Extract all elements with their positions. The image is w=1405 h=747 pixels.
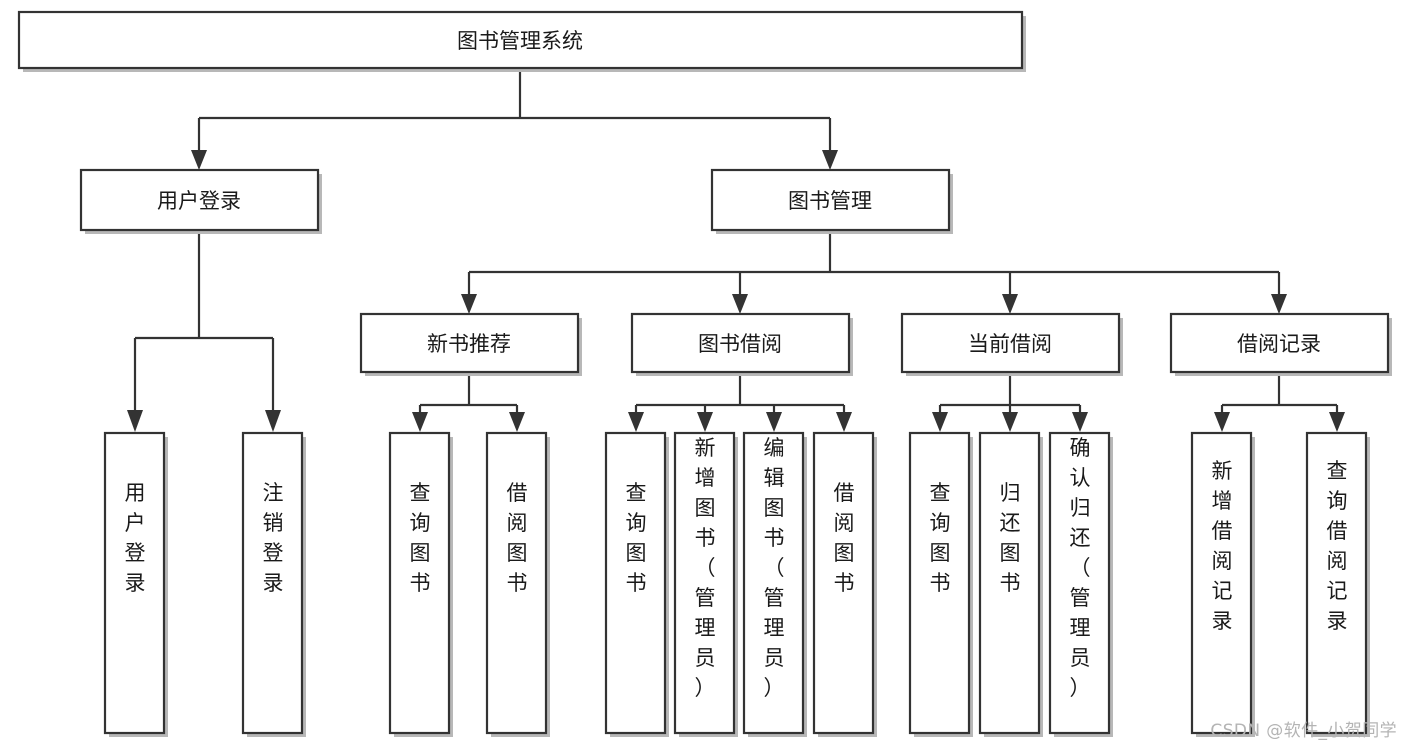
leaf-user-login-label: 用户登录 [125, 481, 146, 595]
node-current-borrow-box [900, 312, 1121, 374]
node-user-login-label: 用户登录 [157, 189, 241, 213]
leaf-query-book-1[interactable]: 查询图书 [388, 431, 453, 737]
arrow-to-user-login [191, 150, 207, 170]
leaf-add-book[interactable]: 新增图书（管理员） [673, 431, 738, 737]
leaf-edit-book[interactable]: 编辑图书（管理员） [742, 431, 807, 737]
leaf-add-record[interactable]: 新增借阅记录 [1190, 431, 1255, 737]
arrow-leaf-add-book [697, 412, 713, 432]
leaf-return-book[interactable]: 归还图书 [978, 431, 1043, 737]
leaf-borrow-book-2-label: 借阅图书 [834, 481, 855, 595]
node-new-book-rec-label: 新书推荐 [427, 332, 511, 356]
leaf-query-record[interactable]: 查询借阅记录 [1305, 431, 1370, 737]
node-borrow-record[interactable]: 借阅记录 [1169, 312, 1392, 376]
node-current-borrow-label: 当前借阅 [968, 332, 1052, 356]
leaf-logout-login-label: 注销登录 [263, 481, 284, 595]
leaf-query-book-1-box [388, 431, 451, 735]
node-borrow-record-label: 借阅记录 [1237, 332, 1321, 356]
leaf-confirm-return-box [1048, 431, 1111, 735]
leaf-query-book-1-label: 查询图书 [410, 481, 431, 595]
node-book-manage[interactable]: 图书管理 [710, 168, 953, 234]
leaf-query-book-3[interactable]: 查询图书 [908, 431, 973, 737]
arrow-leaf-query-book-1 [412, 412, 428, 432]
leaf-borrow-book-1-box [485, 431, 548, 735]
leaf-borrow-book-1-label: 借阅图书 [507, 481, 528, 595]
csdn-watermark: CSDN @软件_小贺同学 [1210, 721, 1397, 741]
arrow-leaf-edit-book [766, 412, 782, 432]
node-book-borrow[interactable]: 图书借阅 [630, 312, 853, 376]
leaf-borrow-book-1[interactable]: 借阅图书 [485, 431, 550, 737]
leaf-query-book-2-label: 查询图书 [626, 481, 647, 595]
leaf-query-book-2[interactable]: 查询图书 [604, 431, 669, 737]
node-book-manage-box [710, 168, 951, 232]
arrow-leaf-confirm-return [1072, 412, 1088, 432]
leaf-logout-login-box [241, 431, 304, 735]
leaf-query-book-2-box [604, 431, 667, 735]
leaf-borrow-book-2-box [812, 431, 875, 735]
arrow-to-book-borrow [732, 294, 748, 314]
arrow-to-borrow-record [1271, 294, 1287, 314]
arrow-leaf-add-record [1214, 412, 1230, 432]
node-root-box [17, 10, 1024, 70]
arrow-leaf-query-record [1329, 412, 1345, 432]
arrow-leaf-query-book-3 [932, 412, 948, 432]
node-user-login[interactable]: 用户登录 [79, 168, 322, 234]
leaf-query-book-3-label: 查询图书 [930, 481, 951, 595]
leaf-query-record-box [1305, 431, 1368, 735]
node-borrow-record-box [1169, 312, 1390, 374]
leaf-add-record-box [1190, 431, 1253, 735]
node-book-borrow-box [630, 312, 851, 374]
leaf-add-book-label: 新增图书（管理员） [695, 436, 716, 700]
arrow-leaf-borrow-book-2 [836, 412, 852, 432]
edges-layer [127, 68, 1345, 432]
leaf-user-login-box [103, 431, 166, 735]
arrow-to-book-manage [822, 150, 838, 170]
arrow-to-current-borrow [1002, 294, 1018, 314]
leaf-edit-book-label: 编辑图书（管理员） [764, 436, 785, 700]
leaf-edit-book-box [742, 431, 805, 735]
arrow-leaf-borrow-book-1 [509, 412, 525, 432]
leaf-return-book-box [978, 431, 1041, 735]
node-root-label: 图书管理系统 [457, 29, 583, 53]
arrow-leaf-user-login [127, 410, 143, 432]
node-current-borrow[interactable]: 当前借阅 [900, 312, 1123, 376]
leaf-add-record-label: 新增借阅记录 [1212, 459, 1233, 633]
node-root[interactable]: 图书管理系统 [17, 10, 1026, 72]
node-book-manage-label: 图书管理 [788, 189, 872, 213]
arrow-to-new-book-rec [461, 294, 477, 314]
arrow-leaf-query-book-2 [628, 412, 644, 432]
arrow-leaf-return-book [1002, 412, 1018, 432]
arrow-leaf-logout-login [265, 410, 281, 432]
leaf-logout-login[interactable]: 注销登录 [241, 431, 306, 737]
leaf-user-login[interactable]: 用户登录 [103, 431, 168, 737]
leaf-return-book-label: 归还图书 [1000, 481, 1021, 595]
leaf-query-record-label: 查询借阅记录 [1327, 459, 1348, 633]
node-book-borrow-label: 图书借阅 [698, 332, 782, 356]
leaf-borrow-book-2[interactable]: 借阅图书 [812, 431, 877, 737]
node-user-login-box [79, 168, 320, 232]
leaf-confirm-return[interactable]: 确认归还（管理员） [1048, 431, 1113, 737]
leaf-confirm-return-label: 确认归还（管理员） [1070, 436, 1091, 700]
leaf-add-book-box [673, 431, 736, 735]
leaf-query-book-3-box [908, 431, 971, 735]
node-new-book-rec[interactable]: 新书推荐 [359, 312, 582, 376]
node-new-book-rec-box [359, 312, 580, 374]
